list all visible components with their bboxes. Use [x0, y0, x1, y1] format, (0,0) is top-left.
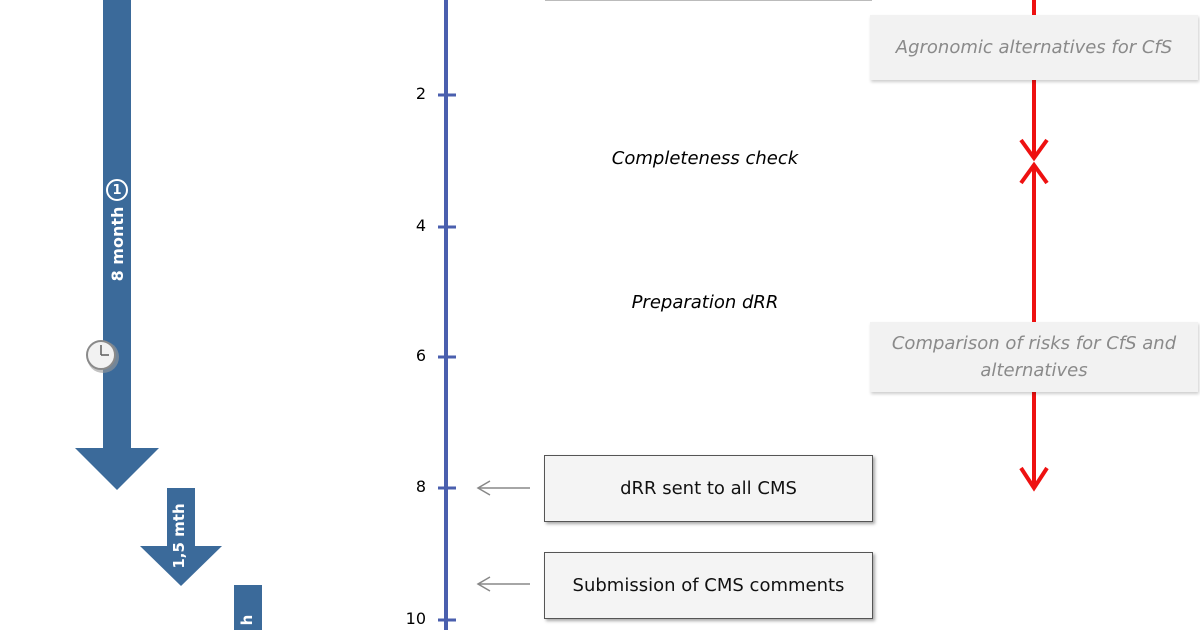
- drr-sent-label: dRR sent to all CMS: [620, 478, 797, 499]
- duration-marker-icon: 1: [106, 178, 128, 201]
- agronomic-alternatives-box: Agronomic alternatives for CfS: [870, 15, 1198, 80]
- tick-label: 10: [405, 609, 426, 628]
- risk-arrow-middle: [1019, 161, 1049, 322]
- phase-preparation-drr: Preparation dRR: [631, 292, 779, 313]
- duration-arrow-main: [75, 0, 159, 490]
- comparison-risks-label: Comparison of risks for CfS and alternat…: [891, 333, 1177, 381]
- pointer-arrow-submission: [476, 576, 530, 592]
- agronomic-alternatives-label: Agronomic alternatives for CfS: [895, 37, 1173, 58]
- clock-icon: [86, 340, 119, 373]
- tick-label: 2: [415, 84, 426, 103]
- tick-label: 8: [415, 477, 426, 496]
- phase-completeness-check: Completeness check: [611, 148, 799, 169]
- tick-label: 4: [415, 216, 426, 235]
- duration-main-text: 8 month: [107, 206, 127, 282]
- submission-box: Submission of CMS comments: [544, 552, 873, 619]
- timeline-ticks: [438, 93, 456, 622]
- risk-arrow-bottom: [1019, 392, 1049, 492]
- submission-label: Submission of CMS comments: [572, 575, 845, 596]
- risk-arrow-top: [1019, 0, 1049, 162]
- duration-arrow-third: [234, 585, 262, 630]
- pointer-arrow-drr: [476, 480, 530, 496]
- drr-sent-box: dRR sent to all CMS: [544, 455, 873, 522]
- comparison-risks-box: Comparison of risks for CfS and alternat…: [870, 322, 1198, 392]
- duration-arrow-second: [140, 488, 222, 586]
- tick-label: 6: [415, 346, 426, 365]
